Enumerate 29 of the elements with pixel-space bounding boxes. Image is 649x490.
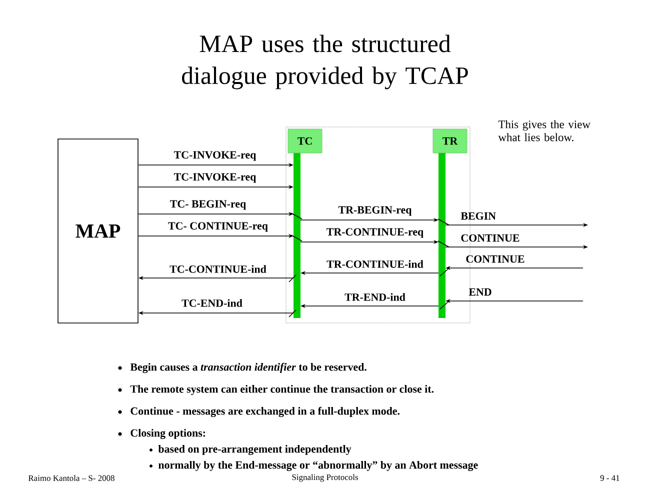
edge-label: TR-CONTINUE-req xyxy=(326,228,424,238)
edge-label: TR-BEGIN-req xyxy=(338,206,412,216)
bullet-text: The remote system can either continue the transaction or close it. xyxy=(130,385,434,395)
process-box: MAP xyxy=(58,138,138,324)
edge-label: TC-END-ind xyxy=(181,298,243,308)
node-label: TC xyxy=(298,137,312,145)
node-label: TR xyxy=(442,137,458,145)
edge-label: TR-END-ind xyxy=(344,292,406,302)
edge-label: CONTINUE xyxy=(465,254,526,264)
footer-text: 9 - 41 xyxy=(600,475,620,481)
bullet-text: Begin causes a transaction identifier to be reserved. xyxy=(130,362,366,374)
bullet-text: Closing options: xyxy=(130,429,206,439)
edge-label: TC-CONTINUE-ind xyxy=(169,264,267,274)
edge-label: TC-INVOKE-req xyxy=(173,172,257,184)
bullet-text: Continue - messages are exchanged in a full-duplex mode. xyxy=(130,406,400,418)
edge-label: TC- BEGIN-req xyxy=(169,200,247,210)
edge-label: TC-INVOKE-req xyxy=(173,150,257,162)
slide-title: MAP uses the structured dialogue provided by TCAP xyxy=(182,34,468,90)
note: This gives the view what lies below. xyxy=(498,120,590,142)
edge-label: BEGIN xyxy=(460,212,497,220)
footer-text: Signaling Protocols xyxy=(292,474,358,482)
edge-label: CONTINUE xyxy=(460,234,520,242)
lifeline: TC xyxy=(288,128,322,318)
bullet-text: based on pre-arrangement independently xyxy=(158,445,352,455)
bullet-text: normally by the End-message or “abnormally” by an Abort message xyxy=(158,461,478,471)
edge-label: TC- CONTINUE-req xyxy=(168,222,268,232)
edge-label: END xyxy=(468,288,492,296)
footer-text: Raimo Kantola – S- 2008 xyxy=(28,475,114,481)
edge-label: TR-CONTINUE-ind xyxy=(326,260,424,268)
